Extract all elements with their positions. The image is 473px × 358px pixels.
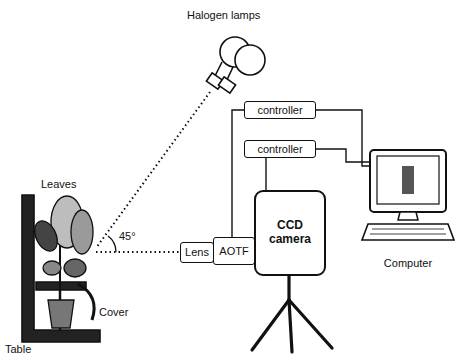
cover	[78, 284, 94, 320]
angle-arc	[108, 236, 116, 252]
part-label: Halogen lamps	[186, 9, 261, 22]
node-label: Lens	[185, 246, 209, 259]
node-label: Computer	[384, 257, 432, 270]
computer: Computer	[360, 132, 456, 270]
lens-box: Lens	[180, 242, 214, 263]
node-label: controller	[257, 143, 302, 156]
part-label: Leaves	[40, 178, 77, 191]
tripod	[252, 276, 332, 352]
computer-icon	[360, 132, 456, 270]
aotf-box: AOTF	[213, 237, 255, 265]
node-label: CCD camera	[264, 219, 316, 247]
halogen-lamps	[206, 37, 265, 93]
view-path	[96, 251, 180, 253]
part-label: Table	[4, 343, 32, 356]
node-label: AOTF	[219, 245, 248, 258]
plant	[30, 196, 93, 330]
signal-wire	[265, 158, 266, 190]
signal-wire	[316, 149, 370, 162]
part-label: 45°	[118, 230, 137, 243]
part-label: Cover	[98, 306, 129, 319]
node-label: controller	[257, 104, 302, 117]
table-stand	[22, 195, 100, 342]
controller-box: controller	[244, 140, 316, 158]
camera-box: CCD camera	[254, 190, 326, 276]
signal-wire	[316, 110, 370, 166]
signal-wire	[232, 110, 244, 237]
light-path	[96, 92, 210, 248]
controller-box: controller	[244, 101, 316, 119]
